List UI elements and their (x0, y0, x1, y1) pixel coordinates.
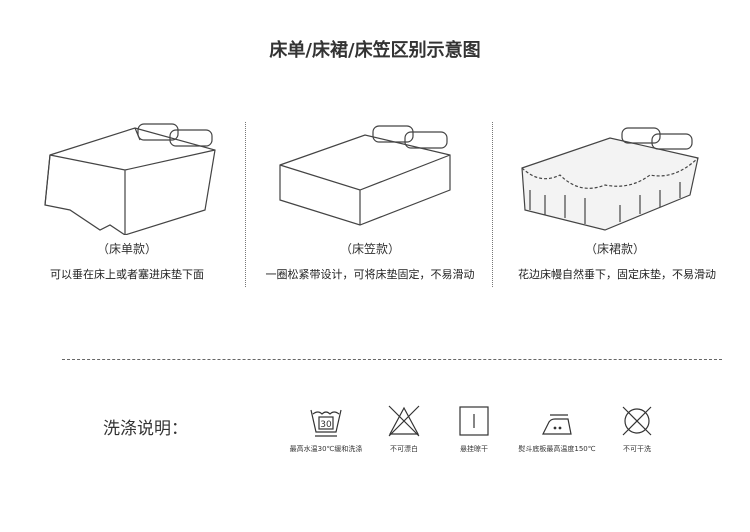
flat-sheet-desc: 可以垂在床上或者塞进床垫下面 (50, 268, 204, 281)
care-item: 不可漂白 (344, 404, 464, 454)
care-label: 最高水温30℃缓和洗涤 (289, 445, 363, 453)
no-bleach-icon (388, 405, 420, 437)
care-label: 不可干洗 (623, 445, 651, 453)
divider (245, 122, 246, 287)
flat-sheet-bed-illustration (44, 123, 216, 235)
care-label: 熨斗底板最高温度150℃ (518, 445, 596, 453)
care-item: 不可干洗 (577, 404, 697, 454)
care-title: 洗涤说明： (103, 419, 188, 439)
no-dry-clean-icon (622, 406, 652, 436)
fitted-sheet-label: （床笠款） (339, 242, 400, 256)
bed-skirt-desc: 花边床幔自然垂下，固定床垫，不易滑动 (518, 268, 716, 281)
divider (492, 122, 493, 287)
section-divider (62, 359, 722, 360)
flat-sheet-label: （床单款） (96, 242, 157, 256)
care-item: 悬挂晾干 (414, 404, 534, 454)
care-item: 熨斗底板最高温度150℃ (497, 404, 617, 454)
fitted-sheet-desc: 一圈松紧带设计，可将床垫固定，不易滑动 (265, 268, 475, 281)
iron-medium-icon (542, 414, 572, 435)
wash-temp-value: 30 (320, 420, 332, 430)
care-label: 不可漂白 (390, 445, 418, 453)
fitted-sheet-bed-illustration (279, 125, 451, 226)
bed-skirt-bed-illustration (521, 127, 699, 231)
care-item: 30 最高水温30℃缓和洗涤 (266, 404, 386, 454)
wash-30-icon: 30 (310, 409, 342, 437)
bed-skirt-label: （床裙款） (584, 242, 645, 256)
care-label: 悬挂晾干 (460, 445, 488, 453)
page-title: 床单/床裙/床笠区别示意图 (269, 40, 481, 61)
line-dry-icon (459, 406, 489, 436)
